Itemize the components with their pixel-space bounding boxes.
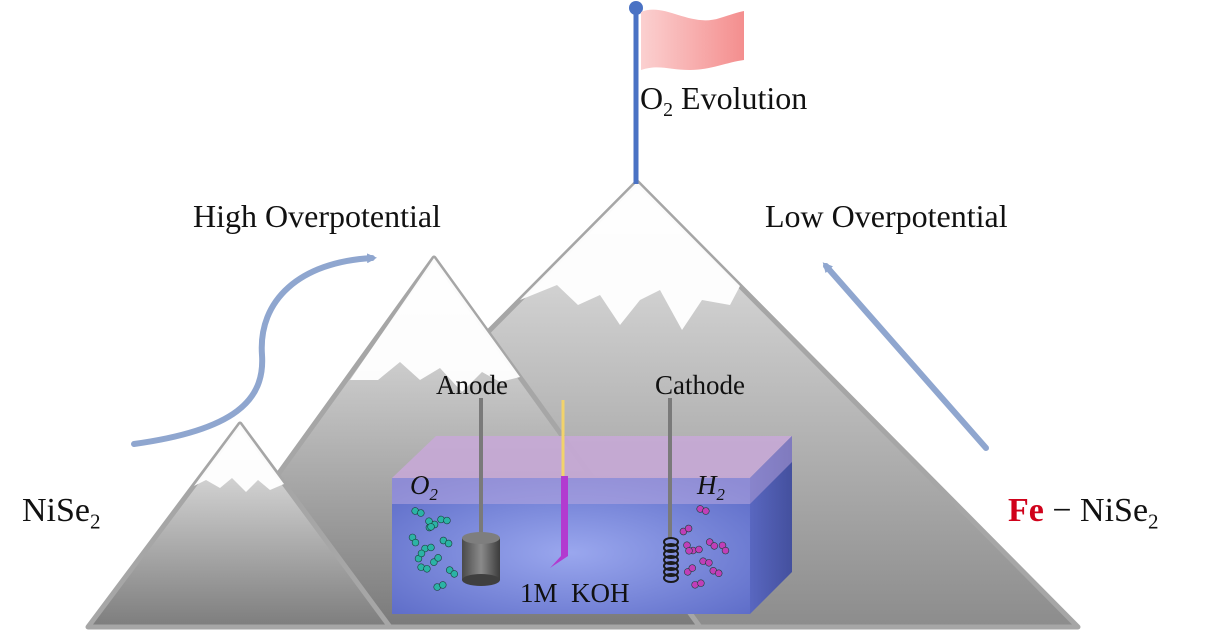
o2-base: O [410,470,430,500]
mountain-small [85,421,393,630]
molecule-icon [425,517,435,531]
reference-electrode [550,400,568,568]
h2-sub: 2 [716,484,725,504]
molecule-icon [411,507,425,517]
molecule-icon [696,505,710,515]
molecule-icon [439,536,453,548]
electrode-icon [462,532,500,586]
coil-electrode-icon [663,537,679,583]
fe-dash: − [1043,492,1081,529]
molecule-icon [446,566,458,578]
snowcap-large [520,182,740,330]
nise2-label: NiSe2 [22,492,101,534]
snowcap-small [194,424,284,492]
cathode-electrode [663,398,679,583]
summit-sub: 2 [663,98,674,121]
molecule-icon [683,541,693,555]
molecule-icon [437,515,451,525]
fe-dopant: Fe [1008,492,1044,529]
cathode-label: Cathode [655,370,745,400]
molecule-icon [709,567,723,577]
nise2-sub: 2 [90,509,101,534]
molecule-icon [679,524,693,536]
high-overpotential-label: High Overpotential [193,198,441,234]
molecule-icon [718,541,730,555]
molecule-icon [414,549,426,563]
arrow-icon [131,253,377,447]
electrolyte-label: 1M KOH [520,578,630,608]
flag-icon [629,1,744,184]
h2-base: H [697,470,717,500]
anode-label: Anode [436,370,508,400]
fe-nise2-label: Fe − NiSe2 [1008,492,1159,534]
arrow-icon [822,262,989,451]
o2-bubbles [408,507,458,591]
molecule-icon [421,543,435,553]
molecule-icon [684,564,696,576]
o2-gas-label: O2 [410,470,438,505]
h2-gas-label: H2 [697,470,725,505]
h2-bubbles [679,505,730,589]
molecule-icon [706,538,718,550]
fe-nise2-sub: 2 [1148,509,1159,534]
molecule-icon [430,554,442,566]
summit-o: O [640,80,664,116]
molecule-icon [408,533,420,547]
low-overpotential-label: Low Overpotential [765,198,1008,234]
molecule-icon [417,563,431,573]
o2-sub: 2 [429,484,438,504]
molecule-icon [691,579,705,589]
summit-label: O2 Evolution [640,80,807,122]
nise2-base: NiSe [22,492,90,529]
electrolytic-cell [392,436,792,614]
molecule-icon [699,557,713,567]
molecule-icon [433,581,447,591]
snowcap-medium [350,258,520,392]
fe-nise2-base: NiSe [1080,492,1149,529]
summit-rest: Evolution [681,80,808,116]
anode-electrode [462,398,500,586]
